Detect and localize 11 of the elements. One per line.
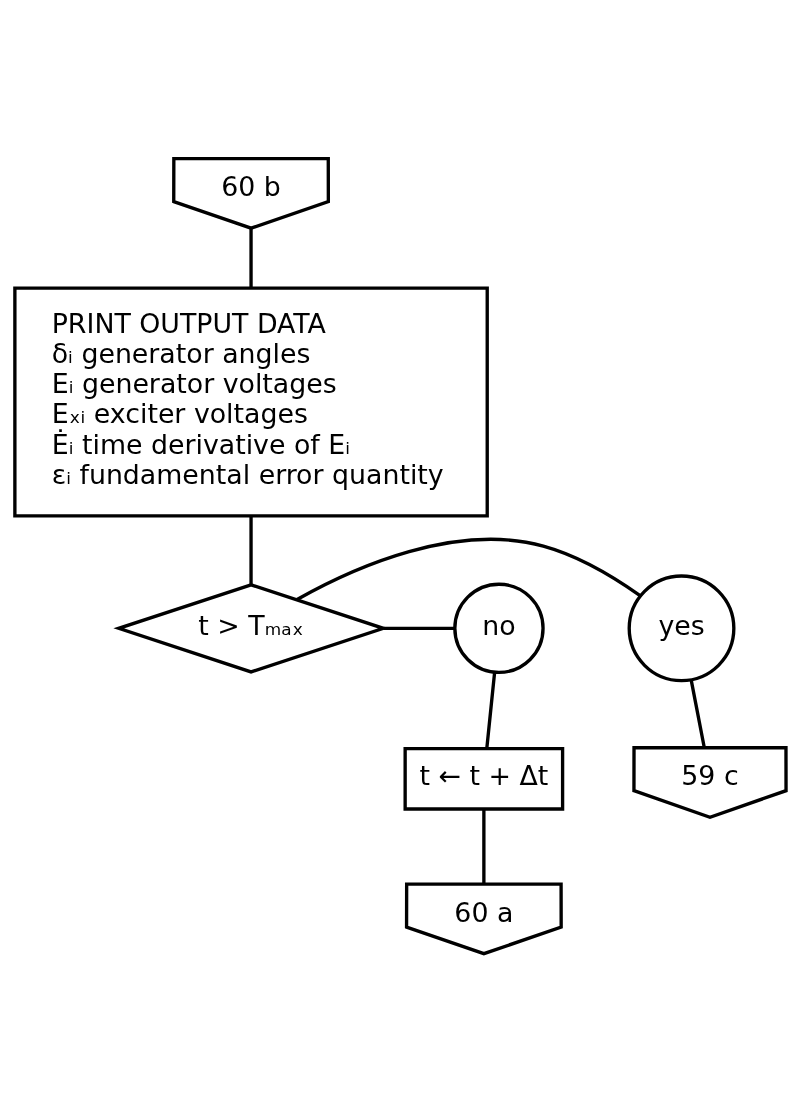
connector — [296, 537, 642, 601]
node-circle: yes — [627, 573, 736, 682]
node-circle: no — [453, 582, 545, 674]
connector — [249, 516, 253, 585]
connector — [485, 671, 497, 749]
connector — [482, 808, 486, 884]
node-box: PRINT OUTPUT DATA δᵢ generator angles Eᵢ generator voltages Eₓᵢ exciter voltages Ėᵢ time derivative of Eᵢ εᵢ fundamental error quantity — [13, 285, 489, 518]
connector — [249, 227, 253, 288]
node-box: t ← t + Δt — [403, 746, 565, 811]
connector — [383, 626, 455, 630]
connector — [689, 679, 706, 748]
